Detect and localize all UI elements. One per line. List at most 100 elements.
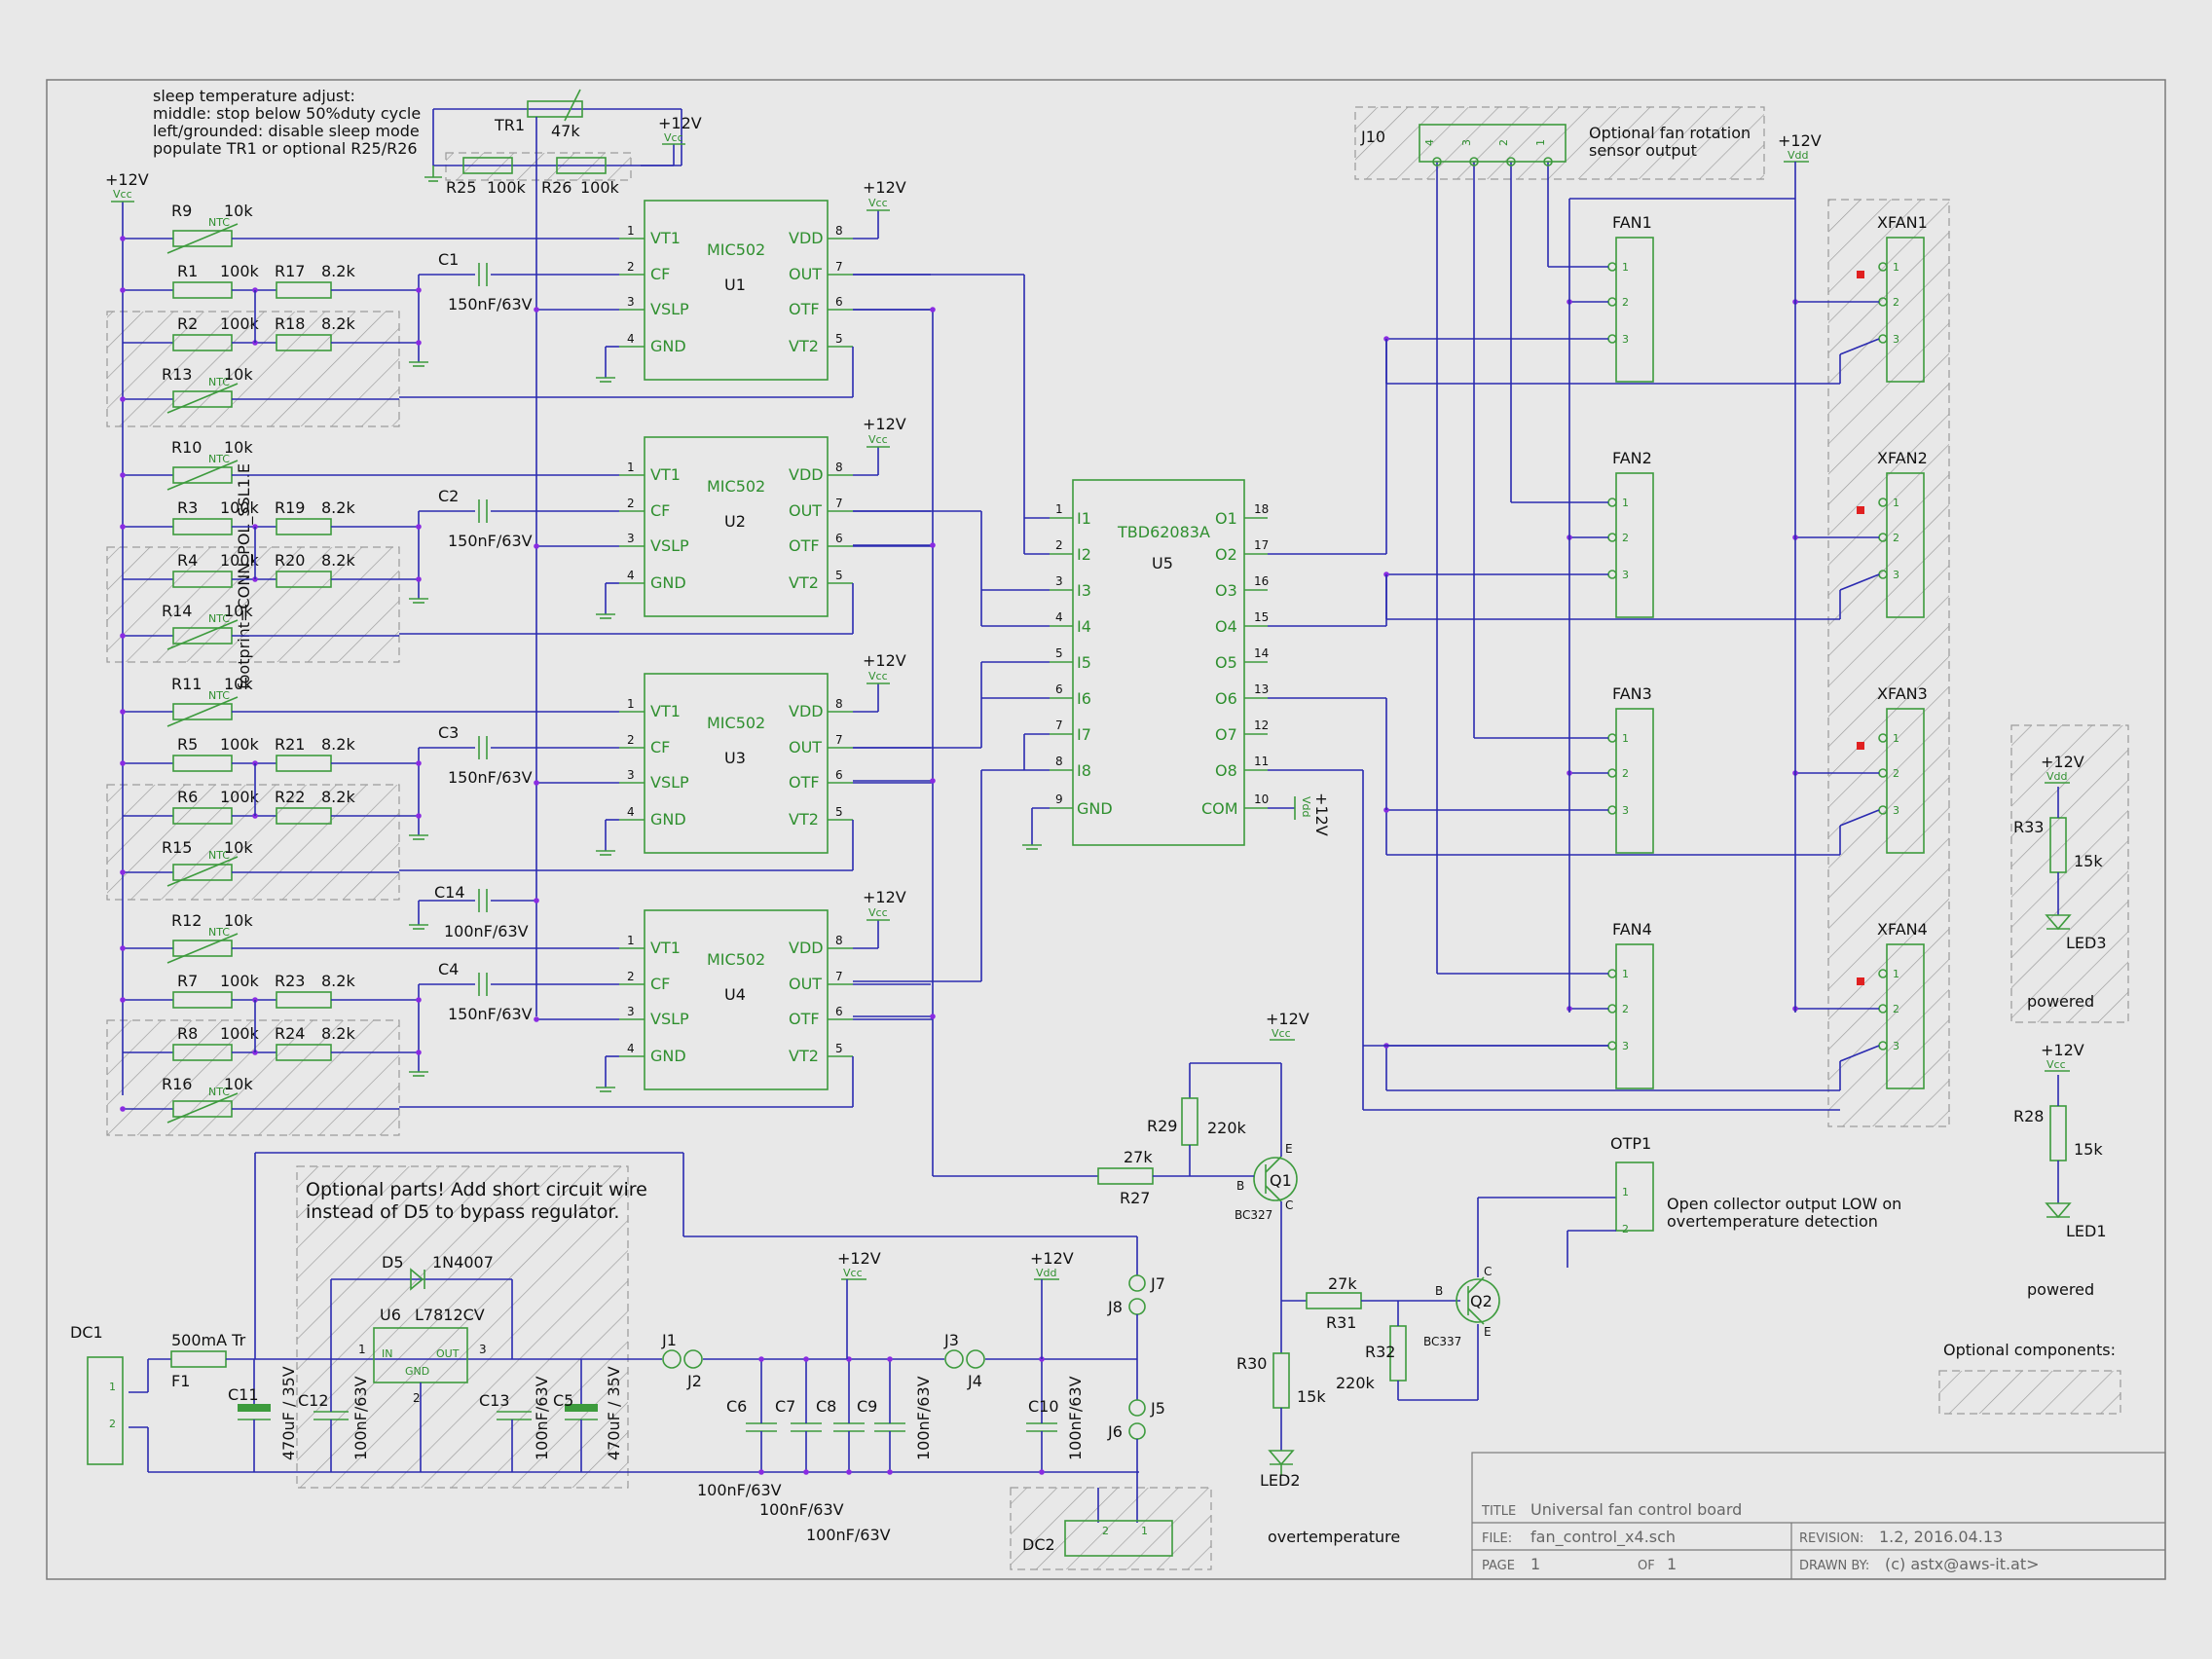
r32-ref: R32 — [1365, 1343, 1395, 1361]
ntc-arrow — [166, 1092, 239, 1124]
j10-pin — [1432, 157, 1442, 166]
resistor-ref: R17 — [275, 262, 305, 280]
tb-title-label: TITLE — [1481, 1504, 1516, 1519]
mic502-pin-num-left: 1 — [627, 697, 635, 711]
cap-ref: C2 — [438, 487, 459, 505]
power-net: Vcc — [1272, 1027, 1291, 1040]
led1-powered: powered — [2027, 1280, 2094, 1299]
ntc-value: 10k — [224, 838, 253, 857]
xfan-body — [1886, 708, 1925, 854]
xfan-body — [1886, 472, 1925, 618]
resistor-ref: R1 — [177, 262, 198, 280]
u5-pin-out: O5 — [1215, 653, 1237, 672]
mic502-type: MIC502 — [707, 950, 765, 969]
xfan-body — [1886, 237, 1925, 383]
ntc-arrow — [166, 460, 239, 491]
junction-dot — [120, 287, 126, 293]
r29-value: 220k — [1207, 1119, 1247, 1137]
mic502-pin-num-left: 4 — [627, 805, 635, 819]
mic502-pin-right: VDD — [789, 939, 824, 957]
led-indicators: R33 15k LED3 powered R28 15k LED1 powere… — [1943, 787, 2116, 1359]
junction-dot — [120, 997, 126, 1003]
c8-ref: C8 — [816, 1397, 836, 1416]
j2-ref: J2 — [686, 1372, 702, 1390]
mic502-pin-right: VDD — [789, 229, 824, 247]
j1-ref: J1 — [661, 1331, 677, 1349]
note-optional-1: Optional parts! Add short circuit wire — [306, 1179, 647, 1200]
tb-of-label: OF — [1638, 1559, 1655, 1573]
c12-ref: C12 — [298, 1391, 329, 1410]
cap-value: 150nF/63V — [448, 1005, 533, 1023]
fan-pin-num: 2 — [1622, 767, 1629, 780]
power-label: +12V — [863, 651, 906, 670]
power-label: +12V — [863, 415, 906, 433]
mic502-type: MIC502 — [707, 714, 765, 732]
mic502-pin-right: OTF — [789, 1010, 820, 1028]
mic502-type: MIC502 — [707, 477, 765, 496]
resistor-value: 8.2k — [321, 972, 355, 990]
c7-value: 100nF/63V — [759, 1500, 844, 1519]
c13-value: 100nF/63V — [533, 1376, 551, 1460]
mic502-body — [644, 909, 829, 1090]
dc2-pin-1: 1 — [1141, 1525, 1148, 1537]
u5-pin-out: O1 — [1215, 509, 1237, 528]
mic502-pin-left: VSLP — [650, 773, 689, 792]
u5-pin-out: O7 — [1215, 725, 1237, 744]
u6-pin-3: 3 — [479, 1343, 487, 1356]
led3-ref: LED3 — [2066, 934, 2107, 952]
resistor-ref: R23 — [275, 972, 305, 990]
power-label: +12V — [2041, 1041, 2084, 1059]
u5-pin-num-out: 11 — [1254, 755, 1269, 768]
r30-ref: R30 — [1236, 1354, 1267, 1373]
fan-pin-num: 1 — [1622, 497, 1629, 509]
led3-powered: powered — [2027, 992, 2094, 1011]
footprint-note: footprint=CONN_POL_SSL1.E — [235, 463, 254, 689]
xfan-marker — [1857, 271, 1864, 278]
tb-drawn-label: DRAWN BY: — [1799, 1559, 1869, 1573]
xfan-ref: XFAN3 — [1877, 684, 1928, 703]
fan-pin-num: 2 — [1622, 1003, 1629, 1015]
xfan-pin-num: 2 — [1893, 767, 1899, 780]
power-label: +12V — [863, 178, 906, 197]
mic502-pin-num-right: 6 — [835, 532, 843, 545]
otp1-pin-2: 2 — [1622, 1223, 1629, 1235]
title-block: TITLE Universal fan control board FILE: … — [1471, 1452, 2166, 1580]
junction-dot — [120, 396, 126, 402]
mic502-pin-left: GND — [650, 810, 686, 829]
power-label: +12V — [105, 170, 149, 189]
u5-pin-in: I6 — [1077, 689, 1091, 708]
fan-ref: FAN2 — [1612, 449, 1652, 467]
tb-revision-label: REVISION: — [1799, 1531, 1863, 1546]
r28-value: 15k — [2074, 1140, 2103, 1159]
resistor-ref: R21 — [275, 735, 305, 754]
u5-pin-num-out: 15 — [1254, 610, 1269, 624]
fan-pin-num: 2 — [1622, 532, 1629, 544]
xfan-pin — [1878, 733, 1888, 743]
junction-dot — [803, 1356, 809, 1362]
resistor-value: 100k — [220, 314, 260, 333]
q1-pin-b: B — [1236, 1179, 1244, 1193]
junction-dot — [120, 709, 126, 715]
u5-pin-out: O3 — [1215, 581, 1237, 600]
resistor-ref: R3 — [177, 498, 198, 517]
resistor-value: 8.2k — [321, 551, 355, 570]
mic502-body — [644, 436, 829, 617]
resistor-value: 100k — [220, 788, 260, 806]
trimmer-tr1: TR1 47k R25 100k R26 100k — [424, 89, 682, 197]
j4-ref: J4 — [967, 1372, 982, 1390]
power-symbols: +12VVcc+12VVcc+12VVcc+12VVcc+12VVcc+12VV… — [105, 114, 2084, 1280]
power-label: +12V — [1030, 1249, 1074, 1268]
c9-ref: C9 — [857, 1397, 877, 1416]
overtemp-label: overtemperature — [1268, 1528, 1400, 1546]
c10-value: 100nF/63V — [1066, 1376, 1085, 1460]
junction-dot — [120, 1106, 126, 1112]
xfan-pin-num: 2 — [1893, 296, 1899, 309]
xfan-pin-num: 3 — [1893, 804, 1899, 817]
resistor-ref: R2 — [177, 314, 198, 333]
ntc-value: 10k — [224, 438, 253, 457]
ntc-ref: R12 — [171, 911, 202, 930]
